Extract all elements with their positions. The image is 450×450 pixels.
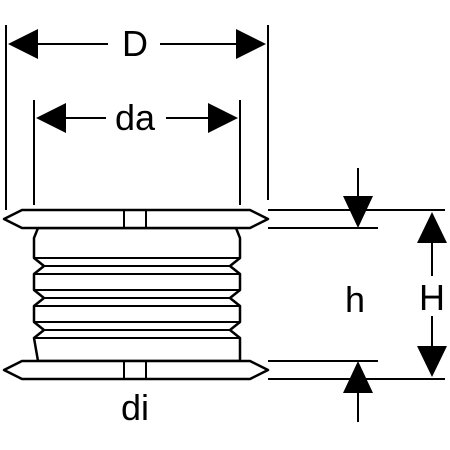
H-top-arrowhead (417, 212, 447, 243)
dimension-D: D (8, 23, 266, 64)
fitting-body (32, 226, 242, 363)
dimension-da: da (36, 97, 238, 138)
h-label: h (345, 279, 365, 320)
corrugation-lines (34, 257, 240, 339)
da-right-arrowhead (208, 103, 238, 133)
D-label: D (122, 23, 148, 64)
top-flange-outline (2, 208, 270, 230)
h-top-arrowhead (343, 196, 373, 228)
top-flange (2, 208, 270, 230)
bottom-flange-outline (2, 359, 270, 381)
D-right-arrowhead (236, 29, 266, 59)
da-left-arrowhead (36, 103, 66, 133)
dimension-h: h (343, 168, 373, 422)
D-left-arrowhead (8, 29, 38, 59)
corrugated-sleeve (32, 226, 242, 363)
H-bottom-arrowhead (417, 346, 447, 377)
h-bottom-arrowhead (343, 361, 373, 393)
di-label: di (121, 387, 149, 428)
dimension-H: H (417, 212, 447, 377)
da-label: da (115, 97, 156, 138)
H-label: H (419, 277, 445, 318)
bottom-flange (2, 359, 270, 381)
